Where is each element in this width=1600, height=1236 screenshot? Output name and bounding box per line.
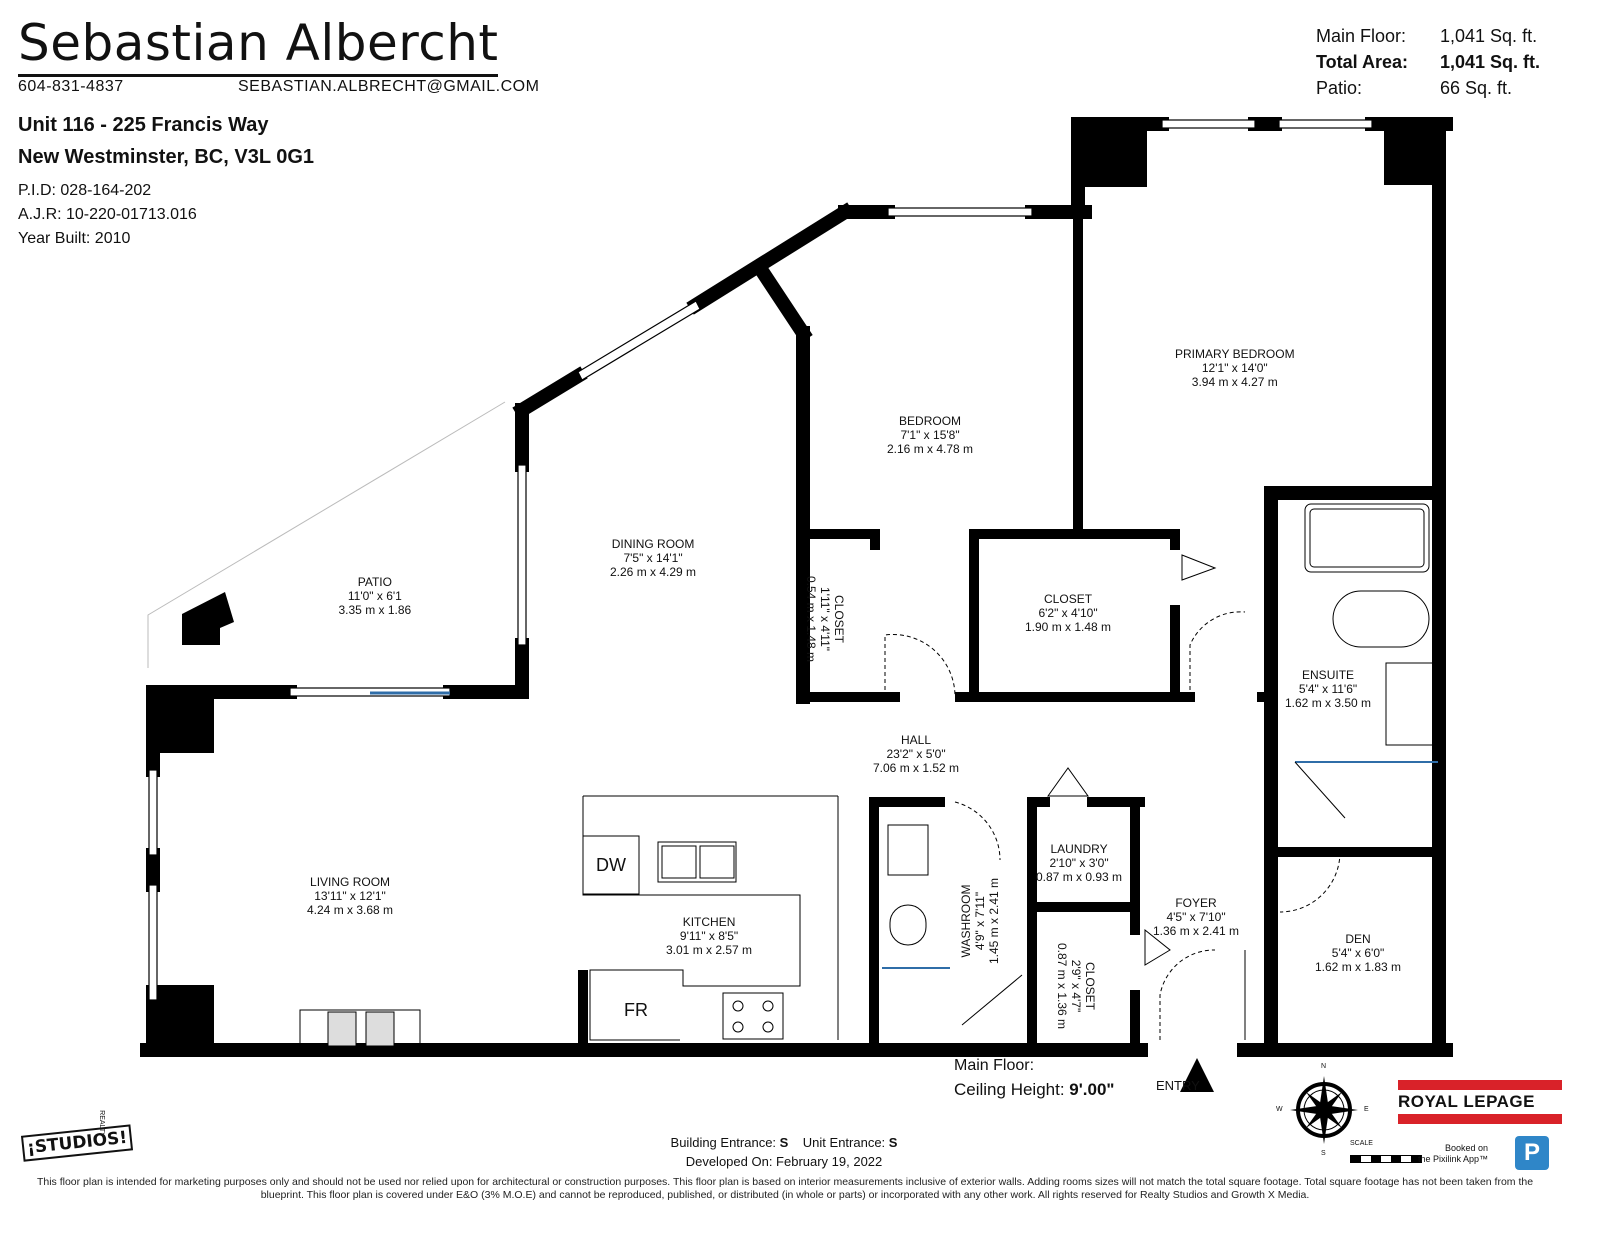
pixilink-logo: P bbox=[1515, 1136, 1549, 1170]
area-label: Total Area: bbox=[1316, 52, 1409, 72]
address-line-1: Unit 116 - 225 Francis Way bbox=[18, 114, 269, 136]
developed-date: Developed On: February 19, 2022 bbox=[685, 1154, 883, 1169]
fridge-label: FR bbox=[624, 1000, 648, 1020]
interior-walls bbox=[578, 207, 1444, 1055]
ceiling-main-floor: Main Floor: bbox=[954, 1057, 1035, 1074]
disclaimer: This floor plan is intended for marketin… bbox=[36, 1176, 1534, 1201]
agent-phone: 604-831-4837 bbox=[18, 78, 124, 95]
entrance-info: Building Entrance: S Unit Entrance: S bbox=[670, 1135, 898, 1150]
property-pid: P.I.D: 028-164-202 bbox=[18, 182, 152, 199]
scale-bar: SCALE bbox=[1350, 1140, 1422, 1163]
windows bbox=[148, 119, 1373, 1001]
fixtures bbox=[299, 503, 1438, 1047]
agent-name: Sebastian Albercht bbox=[18, 14, 499, 77]
royal-lepage-logo: ROYAL LEPAGE bbox=[1398, 1080, 1562, 1124]
area-label: Main Floor: bbox=[1316, 26, 1407, 46]
agent-email: SEBASTIAN.ALBRECHT@GMAIL.COM bbox=[238, 78, 540, 95]
entry-label: ENTRY bbox=[1156, 1078, 1200, 1093]
area-value: 66 Sq. ft. bbox=[1440, 78, 1513, 98]
property-year-built: Year Built: 2010 bbox=[18, 230, 131, 247]
compass-s: S bbox=[1321, 1150, 1326, 1157]
patio-outline bbox=[147, 401, 506, 668]
ceiling-height: Ceiling Height: 9'.00" bbox=[954, 1080, 1115, 1099]
studios-logo: REALTY ¡STUDIOS! bbox=[18, 1110, 134, 1166]
compass-w: W bbox=[1276, 1106, 1283, 1113]
area-value: 1,041 Sq. ft. bbox=[1440, 52, 1541, 72]
address-line-2: New Westminster, BC, V3L 0G1 bbox=[18, 146, 315, 168]
compass-e: E bbox=[1364, 1106, 1369, 1113]
area-value: 1,041 Sq. ft. bbox=[1440, 26, 1538, 46]
corner-blocks bbox=[146, 117, 1446, 1057]
compass-icon bbox=[1290, 1076, 1358, 1144]
dishwasher-label: DW bbox=[596, 855, 626, 875]
compass-n: N bbox=[1321, 1063, 1327, 1070]
property-ajr: A.J.R: 10-220-01713.016 bbox=[18, 206, 197, 223]
area-label: Patio: bbox=[1316, 78, 1363, 98]
entry-arrow-icon bbox=[1180, 1058, 1214, 1092]
